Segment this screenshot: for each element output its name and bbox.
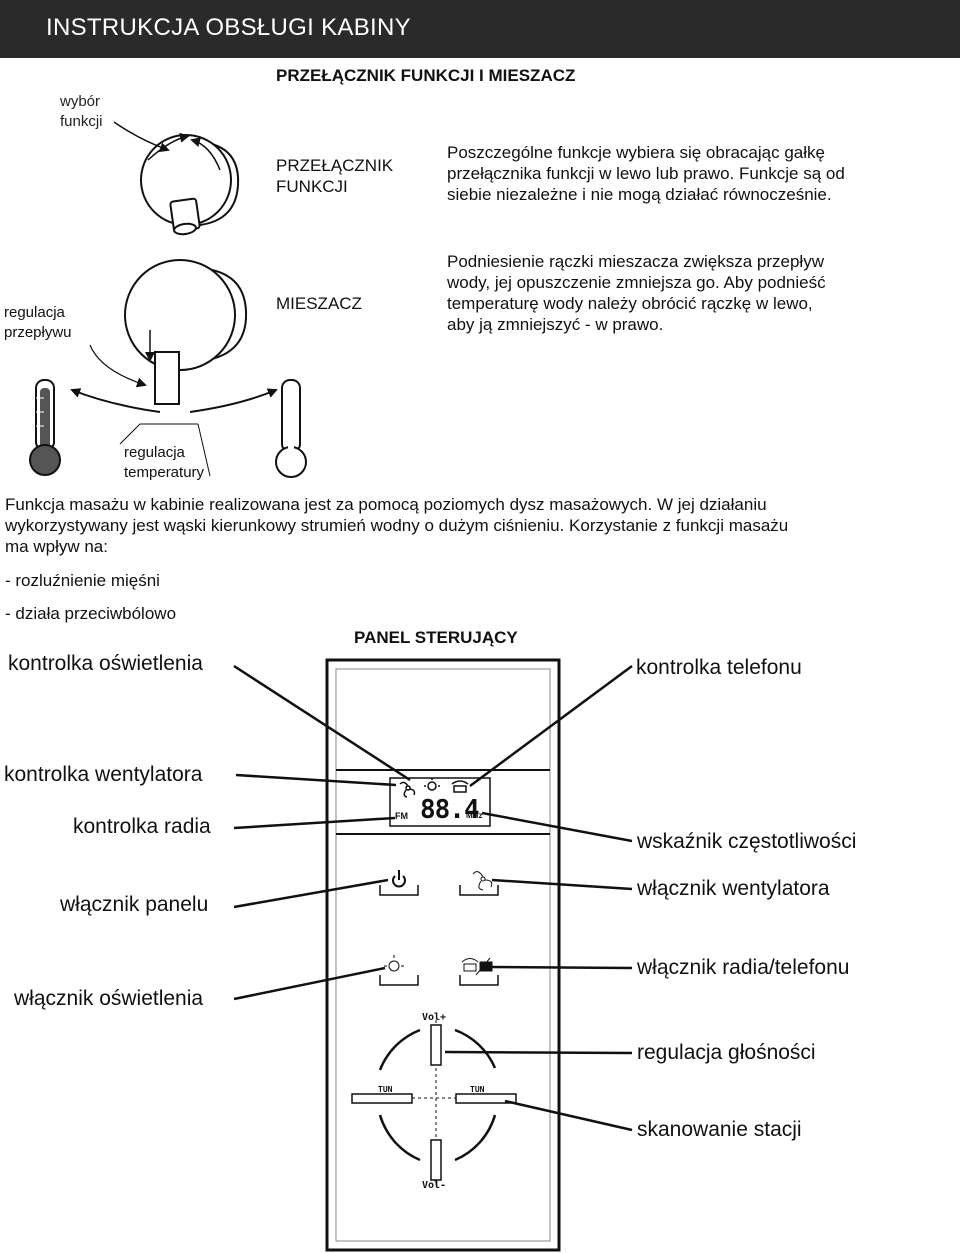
callout-line-panel-switch	[233, 878, 389, 909]
arrow-right	[190, 137, 221, 171]
callout-line-volume	[444, 1050, 633, 1055]
label-light-switch: włącznik oświetlenia	[14, 987, 204, 1010]
callout-line-frequency	[481, 811, 633, 843]
function-selector-knob	[140, 134, 240, 236]
label-light-indicator: kontrolka oświetlenia	[8, 652, 203, 675]
mixer-knob	[124, 259, 248, 405]
volume-tuning-dial	[351, 1020, 517, 1185]
callout-line-fan	[235, 773, 397, 787]
fan-indicator-icon	[399, 781, 416, 798]
bullet-item: - działa przeciwbólowo	[5, 604, 177, 623]
switch-description: Poszczególne funkcje wybiera się obracaj…	[447, 143, 845, 204]
section-title: PRZEŁĄCZNIK FUNKCJI I MIESZACZ	[276, 66, 576, 85]
light-switch-button	[379, 955, 419, 986]
tun-left-label: TUN	[378, 1085, 393, 1094]
label-panel-switch: włącznik panelu	[60, 893, 209, 916]
vol-up-label: Vol+	[422, 1012, 447, 1023]
radio-phone-switch-button	[459, 957, 499, 986]
mixer-name: MIESZACZ	[276, 294, 362, 313]
label-flow: regulacja przepływu	[4, 304, 72, 341]
label-volume: regulacja głośności	[637, 1041, 816, 1064]
callout-line-light	[233, 664, 411, 782]
fan-switch-button	[459, 871, 499, 896]
frequency-digits: 88.4	[420, 795, 480, 825]
light-indicator-icon	[424, 778, 440, 791]
label-radio-indicator: kontrolka radia	[73, 815, 211, 838]
callout-line-fan-switch	[491, 878, 633, 891]
label-function-select: wybór funkcji	[60, 93, 103, 130]
callout-line-radio	[233, 816, 396, 830]
callout-line-light-switch	[233, 966, 386, 1001]
phone-indicator-icon	[451, 780, 469, 793]
temp-arrow-left	[70, 388, 161, 413]
callout-line-phone	[469, 664, 633, 788]
label-phone-indicator: kontrolka telefonu	[636, 656, 802, 679]
massage-paragraph: Funkcja masażu w kabinie realizowana jes…	[5, 495, 789, 556]
callout-line-radio-switch	[491, 965, 633, 970]
label-fan-indicator: kontrolka wentylatora	[4, 763, 203, 786]
temp-arrow-right	[189, 388, 278, 413]
label-radio-phone-switch: włącznik radia/telefonu	[637, 956, 850, 979]
control-panel-outline	[325, 658, 561, 1252]
page-title: INSTRUKCJA OBSŁUGI KABINY	[46, 14, 411, 41]
label-frequency-indicator: wskaźnik częstotliwości	[637, 830, 857, 853]
panel-power-button	[379, 870, 419, 896]
mixer-description: Podniesienie rączki mieszacza zwiększa p…	[447, 252, 826, 334]
thermometer-cold-icon	[275, 379, 307, 478]
mhz-label: MHz	[466, 811, 483, 820]
panel-title: PANEL STERUJĄCY	[354, 628, 518, 647]
callout-line-scan	[504, 1099, 633, 1132]
tun-right-label: TUN	[470, 1085, 485, 1094]
header-bar	[0, 0, 960, 58]
label-station-scan: skanowanie stacji	[637, 1118, 802, 1141]
arrow-left	[147, 132, 190, 161]
label-fan-switch: włącznik wentylatora	[637, 877, 830, 900]
bullet-item: - rozluźnienie mięśni	[5, 571, 160, 590]
vol-down-label: Vol-	[422, 1180, 447, 1191]
thermometer-hot-icon	[29, 379, 61, 476]
fm-label: FM	[395, 811, 408, 821]
label-temperature: regulacja temperatury	[124, 444, 205, 481]
switch-name: PRZEŁĄCZNIK FUNKCJI	[276, 156, 394, 196]
